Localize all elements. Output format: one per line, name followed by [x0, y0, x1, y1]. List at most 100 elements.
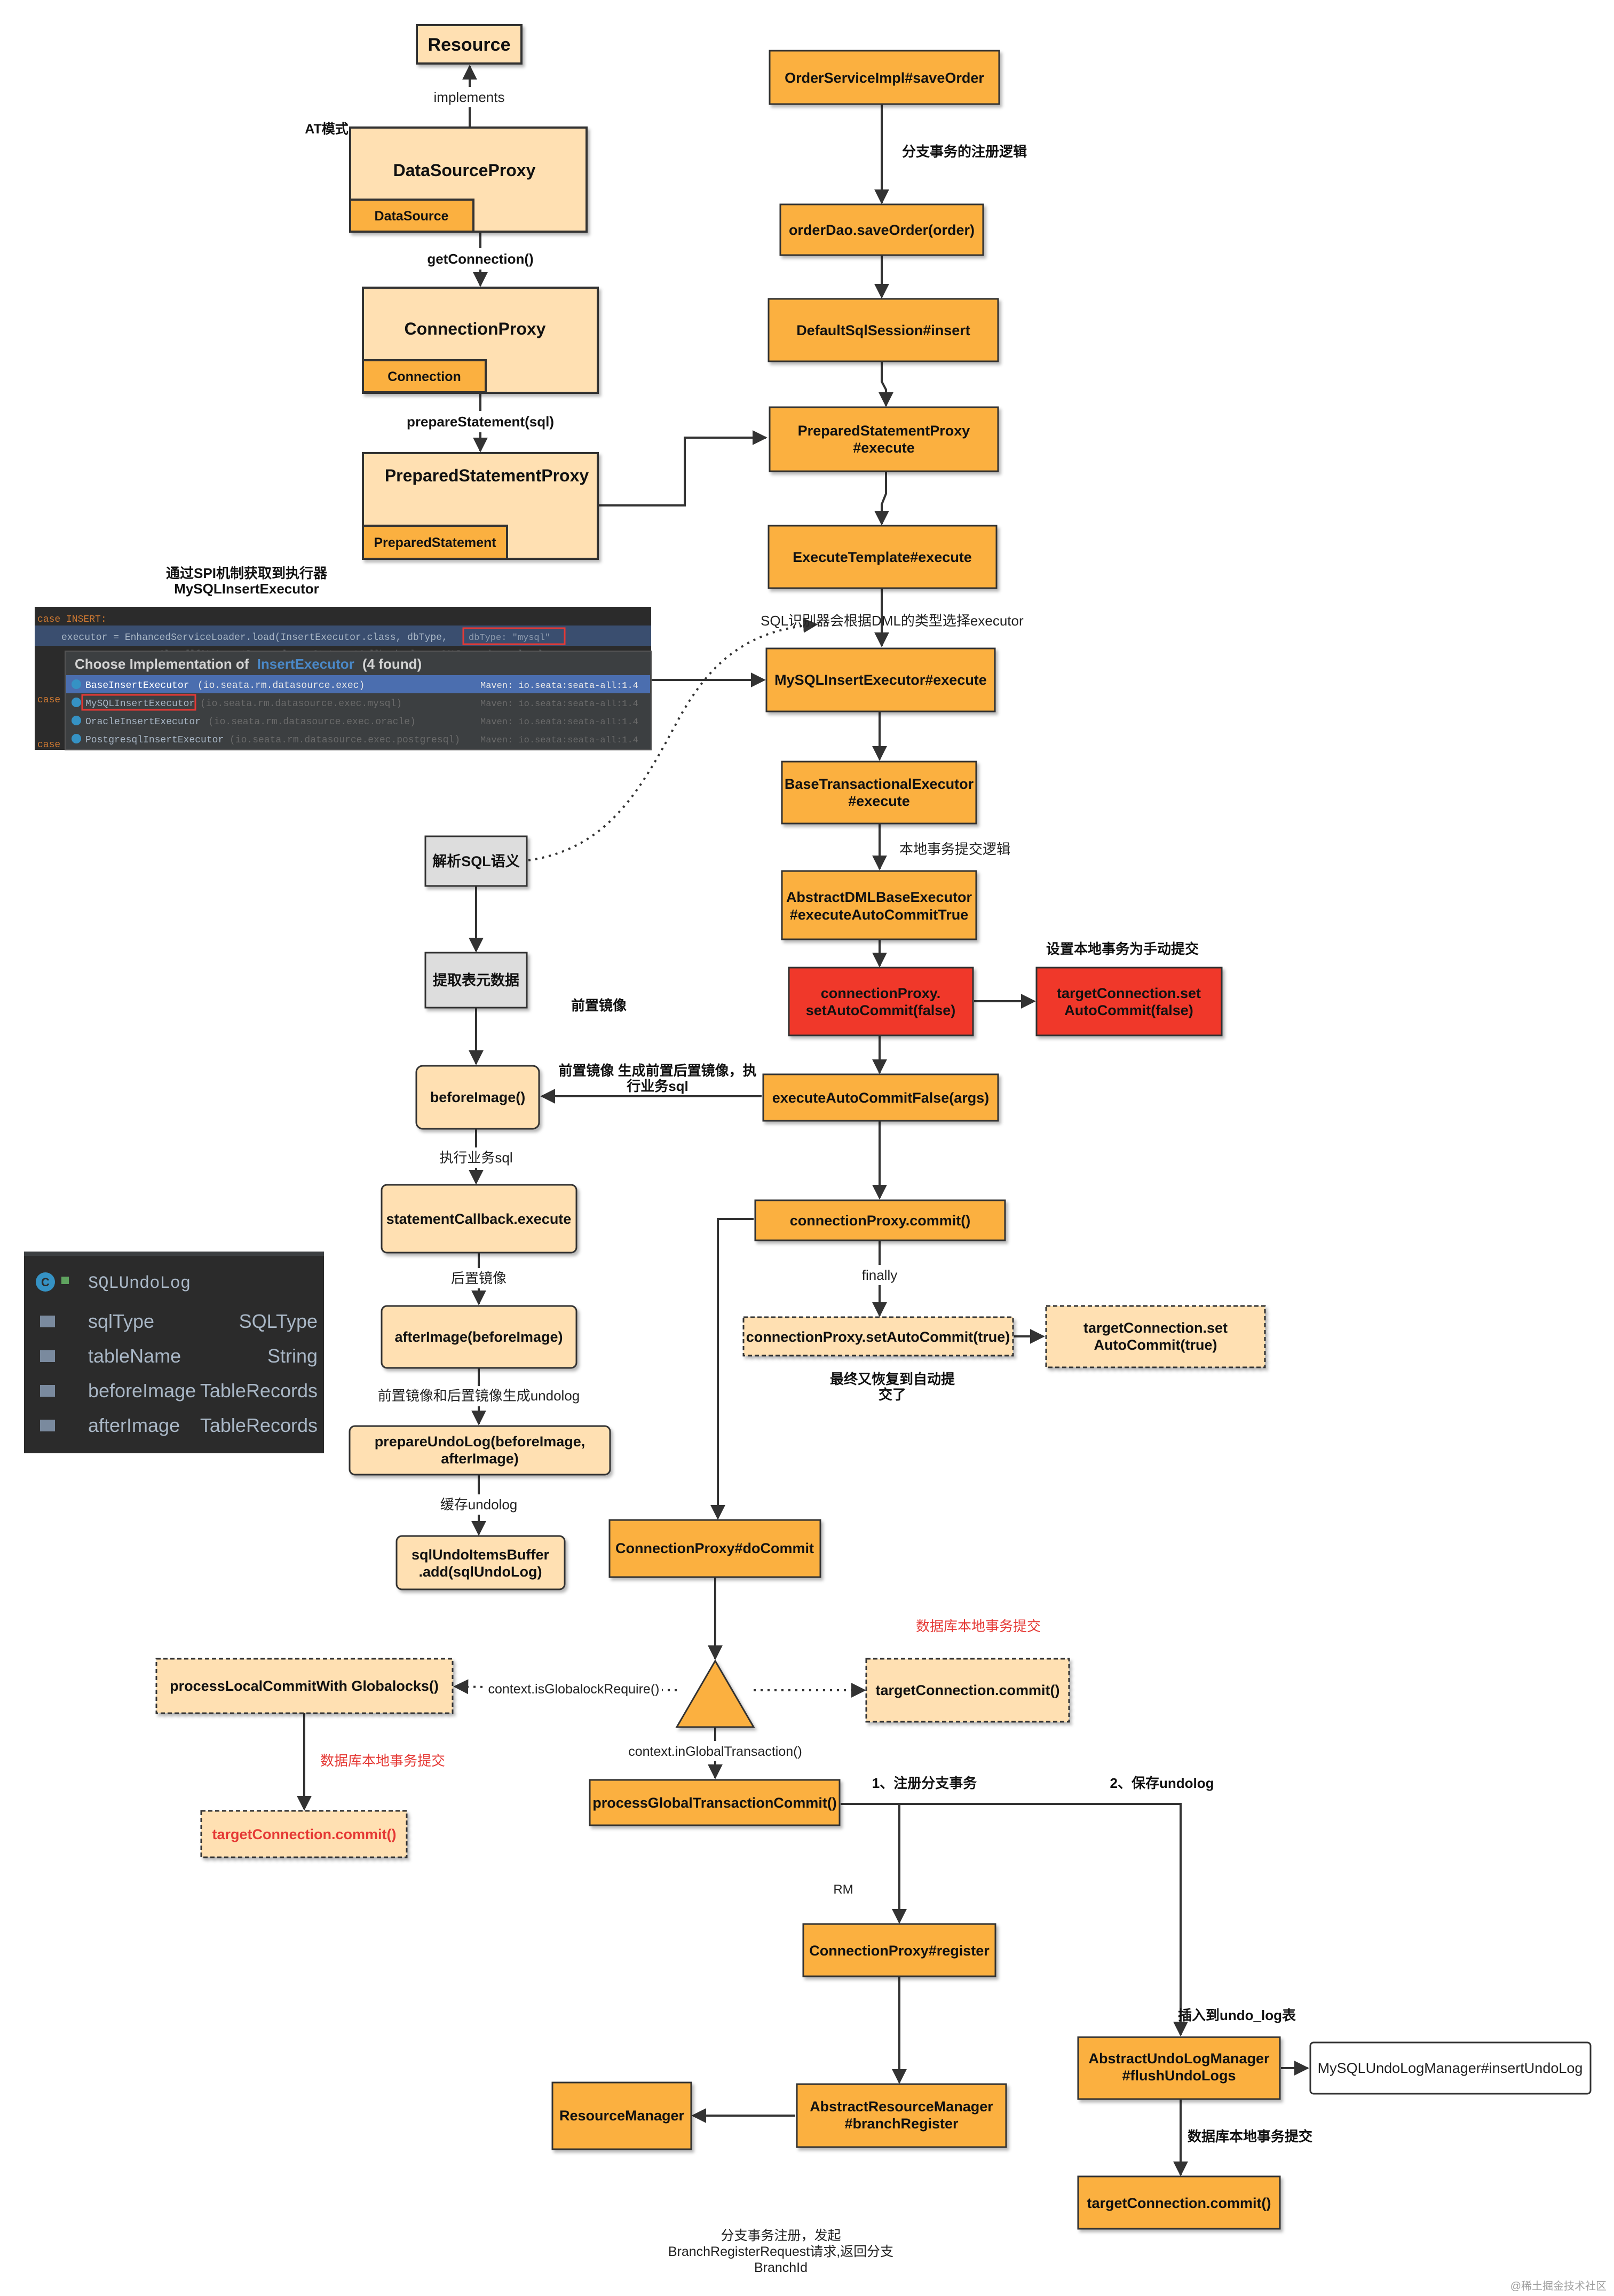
- node-exec-auto-false: executeAutoCommitFalse(args): [762, 1073, 999, 1122]
- node-target-true-label-2: AutoCommit(true): [1094, 1337, 1217, 1353]
- ide-popup-row[interactable]: PostgresqlInsertExecutor (io.seata.rm.da…: [72, 734, 638, 746]
- node-prepare-undo-label-2: afterImage): [441, 1451, 519, 1467]
- node-order-dao: orderDao.saveOrder(order): [779, 203, 984, 256]
- node-pstmt-execute-label-2: #execute: [853, 440, 915, 456]
- node-process-global-label: processGlobalTransactionCommit(): [592, 1795, 837, 1811]
- node-statement-callback-label: statementCallback.execute: [386, 1211, 572, 1227]
- undo-field-type: String: [267, 1345, 318, 1367]
- label-branch-note-1: 分支事务注册，发起: [721, 2228, 841, 2243]
- node-datasource-proxy-label: DataSourceProxy: [393, 161, 536, 180]
- node-register: ConnectionProxy#register: [802, 1923, 996, 1977]
- node-save-order-label: OrderServiceImpl#saveOrder: [785, 70, 984, 86]
- edge-session-pstmt: [879, 361, 893, 407]
- label-insert-undo-table: 插入到undo_log表: [1178, 2007, 1296, 2023]
- undo-field-name: tableName: [88, 1345, 181, 1367]
- field-icon: [40, 1385, 55, 1397]
- node-save-order: OrderServiceImpl#saveOrder: [769, 50, 1000, 105]
- node-execute-template: ExecuteTemplate#execute: [768, 525, 998, 589]
- node-undo-buffer-label-1: sqlUndoItemsBuffer: [412, 1547, 550, 1563]
- edge-global-register: [841, 1803, 907, 1924]
- node-resource-manager: ResourceManager: [551, 2081, 692, 2150]
- undo-field-row: sqlType SQLType: [40, 1310, 318, 1332]
- node-target-commit-bottom-label: targetConnection.commit(): [1087, 2195, 1271, 2211]
- label-db-commit-bottom: 数据库本地事务提交: [1188, 2128, 1312, 2144]
- node-target-true: targetConnection.set AutoCommit(true): [1045, 1305, 1266, 1368]
- ide-popup-count: (4 found): [362, 656, 422, 672]
- label-in-global-tx: context.inGlobalTransaction(): [628, 1744, 802, 1759]
- undo-field-type: TableRecords: [200, 1380, 318, 1402]
- node-prepare-undo: prepareUndoLog(beforeImage, afterImage): [349, 1425, 611, 1476]
- label-prepare-statement: prepareStatement(sql): [407, 414, 554, 430]
- node-target-commit-bottom: targetConnection.commit(): [1077, 2175, 1281, 2230]
- watermark: @稀土掘金技术社区: [1510, 2280, 1607, 2292]
- node-resource: Resource: [416, 24, 523, 65]
- node-set-auto-true: connectionProxy.setAutoCommit(true): [742, 1316, 1014, 1357]
- undo-field-name: sqlType: [88, 1310, 154, 1332]
- node-exec-auto-false-label: executeAutoCommitFalse(args): [772, 1090, 990, 1106]
- node-process-local: processLocalCommitWith Globalocks(): [155, 1658, 454, 1714]
- node-prepared-statement-label: PreparedStatement: [374, 535, 496, 550]
- node-set-auto-true-label: connectionProxy.setAutoCommit(true): [746, 1329, 1010, 1345]
- ide-row-pkg: (io.seata.rm.datasource.exec.mysql): [200, 699, 402, 709]
- undo-field-type: TableRecords: [200, 1414, 318, 1436]
- edge-pstmt-to-execute: [598, 430, 768, 506]
- label-before-after-1: 前置镜像 生成前置后置镜像，执: [558, 1063, 756, 1079]
- label-finally: finally: [862, 1267, 897, 1283]
- ide-row-pkg: (io.seata.rm.datasource.exec.postgresql): [230, 735, 460, 746]
- label-step1: 1、注册分支事务: [872, 1775, 977, 1791]
- svg-text:C: C: [41, 1276, 50, 1289]
- node-datasource-proxy: DataSourceProxy DataSource: [349, 126, 588, 233]
- ide-code-line: executor = EnhancedServiceLoader.load(In…: [61, 632, 448, 643]
- class-icon: [36, 1272, 55, 1292]
- labels: implements AT模式 getConnection() prepareS…: [166, 87, 1607, 2292]
- node-target-commit-right: targetConnection.commit(): [865, 1658, 1070, 1723]
- ide-popup-row[interactable]: BaseInsertExecutor (io.seata.rm.datasour…: [72, 679, 638, 691]
- node-connection-proxy-label: ConnectionProxy: [405, 319, 546, 338]
- label-exec-biz-sql: 执行业务sql: [439, 1150, 512, 1166]
- node-target-set-label-1: targetConnection.set: [1057, 985, 1201, 1001]
- node-target-commit-right-label: targetConnection.commit(): [875, 1682, 1059, 1698]
- node-before-image: beforeImage(): [415, 1065, 540, 1130]
- ide-popup-row[interactable]: OracleInsertExecutor (io.seata.rm.dataso…: [72, 716, 638, 727]
- label-spi-2: MySQLInsertExecutor: [174, 581, 319, 597]
- node-register-label: ConnectionProxy#register: [809, 1943, 990, 1959]
- node-before-image-label: beforeImage(): [430, 1089, 526, 1105]
- svg-text:Choose Implementation of: Choose Implementation of InsertExecutor …: [75, 656, 422, 672]
- undo-field-name: afterImage: [88, 1414, 180, 1436]
- node-do-commit-label: ConnectionProxy#doCommit: [615, 1540, 814, 1556]
- node-after-image: afterImage(beforeImage): [381, 1305, 577, 1369]
- field-icon: [40, 1350, 55, 1362]
- edge-commit-docommit: [710, 1218, 754, 1520]
- undo-field-row: beforeImage TableRecords: [40, 1380, 318, 1402]
- node-flush-undo-label-1: AbstractUndoLogManager: [1088, 2050, 1270, 2067]
- class-icon: [72, 734, 81, 743]
- node-set-auto-label-1: connectionProxy.: [821, 985, 941, 1001]
- label-spi-1: 通过SPI机制获取到执行器: [166, 565, 328, 581]
- label-branch-note-2: BranchRegisterRequest请求,返回分支: [668, 2244, 893, 2259]
- node-sql-session-label: DefaultSqlSession#insert: [796, 322, 970, 338]
- node-set-auto-label-2: setAutoCommit(false): [806, 1002, 956, 1018]
- node-conn-commit-label: connectionProxy.commit(): [790, 1213, 971, 1229]
- node-prepared-statement-proxy: PreparedStatementProxy PreparedStatement: [362, 452, 599, 560]
- node-process-local-label: processLocalCommitWith Globalocks(): [170, 1678, 439, 1694]
- node-pstmt-execute: PreparedStatementProxy #execute: [769, 406, 999, 472]
- ide-popup-row[interactable]: MySQLInsertExecutor (io.seata.rm.datasou…: [72, 694, 638, 711]
- node-undo-buffer: sqlUndoItemsBuffer .add(sqlUndoLog): [395, 1535, 566, 1590]
- undo-field-name: beforeImage: [88, 1380, 196, 1402]
- node-branch-register-label-2: #branchRegister: [844, 2116, 959, 2132]
- node-base-tx: BaseTransactionalExecutor #execute: [781, 761, 977, 825]
- edge-pstmt-template: [874, 471, 889, 526]
- label-before-image-note: 前置镜像: [571, 997, 627, 1014]
- node-pstmt-execute-label-1: PreparedStatementProxy: [798, 423, 970, 439]
- label-db-commit-red-left: 数据库本地事务提交: [320, 1753, 445, 1769]
- node-execute-template-label: ExecuteTemplate#execute: [793, 549, 972, 565]
- node-process-global: processGlobalTransactionCommit(): [589, 1779, 841, 1826]
- node-parse-sql: 解析SQL语义: [424, 835, 528, 887]
- label-gen-undolog: 前置镜像和后置镜像生成undolog: [378, 1388, 580, 1404]
- node-prepare-undo-label-1: prepareUndoLog(beforeImage,: [375, 1434, 586, 1450]
- ide-row-maven: Maven: io.seata:seata-all:1.4: [480, 681, 638, 691]
- label-db-commit-red-top: 数据库本地事务提交: [916, 1618, 1041, 1634]
- node-insert-undo: MySQLUndoLogManager#insertUndoLog: [1309, 2041, 1592, 2095]
- field-icon: [40, 1420, 55, 1431]
- label-restore-1: 最终又恢复到自动提: [830, 1371, 955, 1387]
